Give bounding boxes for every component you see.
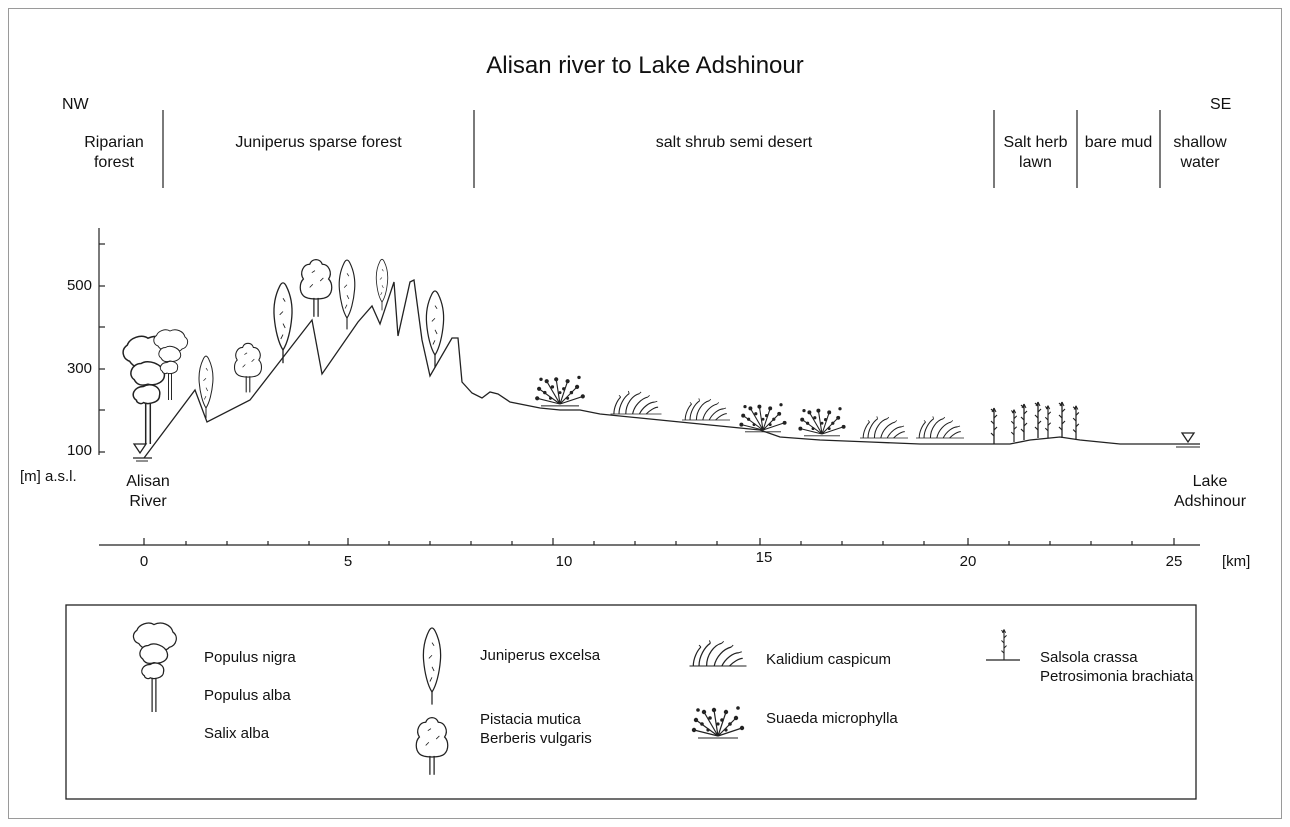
- salsola-icon: [1034, 401, 1042, 439]
- terrain-profile: [143, 279, 1200, 459]
- x-tick-label: 25: [1165, 553, 1183, 570]
- diagram-title: Alisan river to Lake Adshinour: [486, 52, 804, 79]
- y-axis: [98, 228, 105, 455]
- juniperus-icon: [375, 258, 389, 311]
- legend-poplar-icon: [132, 622, 177, 713]
- direction-right: SE: [1210, 96, 1232, 113]
- salsola-icon: [1044, 405, 1052, 439]
- x-tick-label: 20: [959, 553, 977, 570]
- legend-label-salsola: Salsola crassa: [1040, 649, 1138, 666]
- y-tick-label: 500: [66, 277, 92, 294]
- kalidium-icon: [609, 390, 663, 415]
- water-level-marker-river: [132, 443, 152, 462]
- x-axis: [99, 538, 1200, 546]
- kalidium-icon: [859, 415, 909, 439]
- zone-label-juniperus: Juniperus sparse forest: [235, 134, 402, 151]
- salsola-icon: [1010, 409, 1018, 443]
- direction-left: NW: [62, 96, 89, 113]
- figure-frame: [8, 8, 1282, 819]
- legend-label-berberis: Berberis vulgaris: [480, 730, 592, 747]
- suaeda-icon: [797, 406, 847, 437]
- legend-label-salix-alba: Salix alba: [204, 725, 270, 742]
- pistacia-icon: [233, 342, 263, 393]
- x-tick-label: 10: [555, 553, 573, 570]
- salsola-icon: [1072, 405, 1080, 441]
- salsola-icon: [1020, 403, 1028, 441]
- water-level-marker-lake: [1176, 432, 1200, 448]
- x-tick-label: 0: [139, 553, 149, 570]
- legend-label-suaeda: Suaeda microphylla: [766, 710, 898, 727]
- zone-separators: [162, 110, 1161, 188]
- legend-box: [65, 604, 1197, 800]
- suaeda-icon: [534, 375, 586, 407]
- y-axis-unit: [m] a.s.l.: [20, 468, 77, 485]
- suaeda-icon: [738, 402, 788, 433]
- legend-pistacia-icon: [415, 716, 449, 776]
- legend-label-petrosimonia: Petrosimonia brachiata: [1040, 668, 1194, 685]
- salsola-icon: [1058, 401, 1066, 439]
- x-axis-unit: [km]: [1222, 553, 1251, 570]
- kalidium-icon: [915, 415, 965, 439]
- legend-suaeda-icon: [691, 705, 745, 739]
- y-tick-label: 100: [66, 442, 92, 459]
- legend-label-populus-nigra: Populus nigra: [204, 649, 296, 666]
- legend-salsola-icon: [1000, 628, 1008, 661]
- legend-juniperus-icon: [422, 627, 442, 706]
- juniperus-icon: [338, 259, 356, 330]
- zone-label-bare-mud: bare mud: [1084, 134, 1153, 151]
- juniperus-icon: [198, 355, 214, 419]
- salsola-icon: [990, 407, 998, 445]
- zone-label-salt-shrub: salt shrub semi desert: [655, 134, 813, 151]
- legend-label-pistacia: Pistacia mutica: [480, 711, 581, 728]
- legend-label-kalidium: Kalidium caspicum: [766, 651, 892, 668]
- legend-label-juniperus: Juniperus excelsa: [480, 647, 601, 664]
- pistacia-icon: [299, 258, 333, 318]
- legend-kalidium-icon: [688, 639, 748, 667]
- legend-label-populus-alba: Populus alba: [204, 687, 291, 704]
- kalidium-icon: [681, 397, 731, 421]
- juniperus-icon: [273, 282, 293, 364]
- y-tick-label: 300: [66, 360, 92, 377]
- x-tick-label: 5: [343, 553, 353, 570]
- x-tick-label: 15: [755, 549, 773, 566]
